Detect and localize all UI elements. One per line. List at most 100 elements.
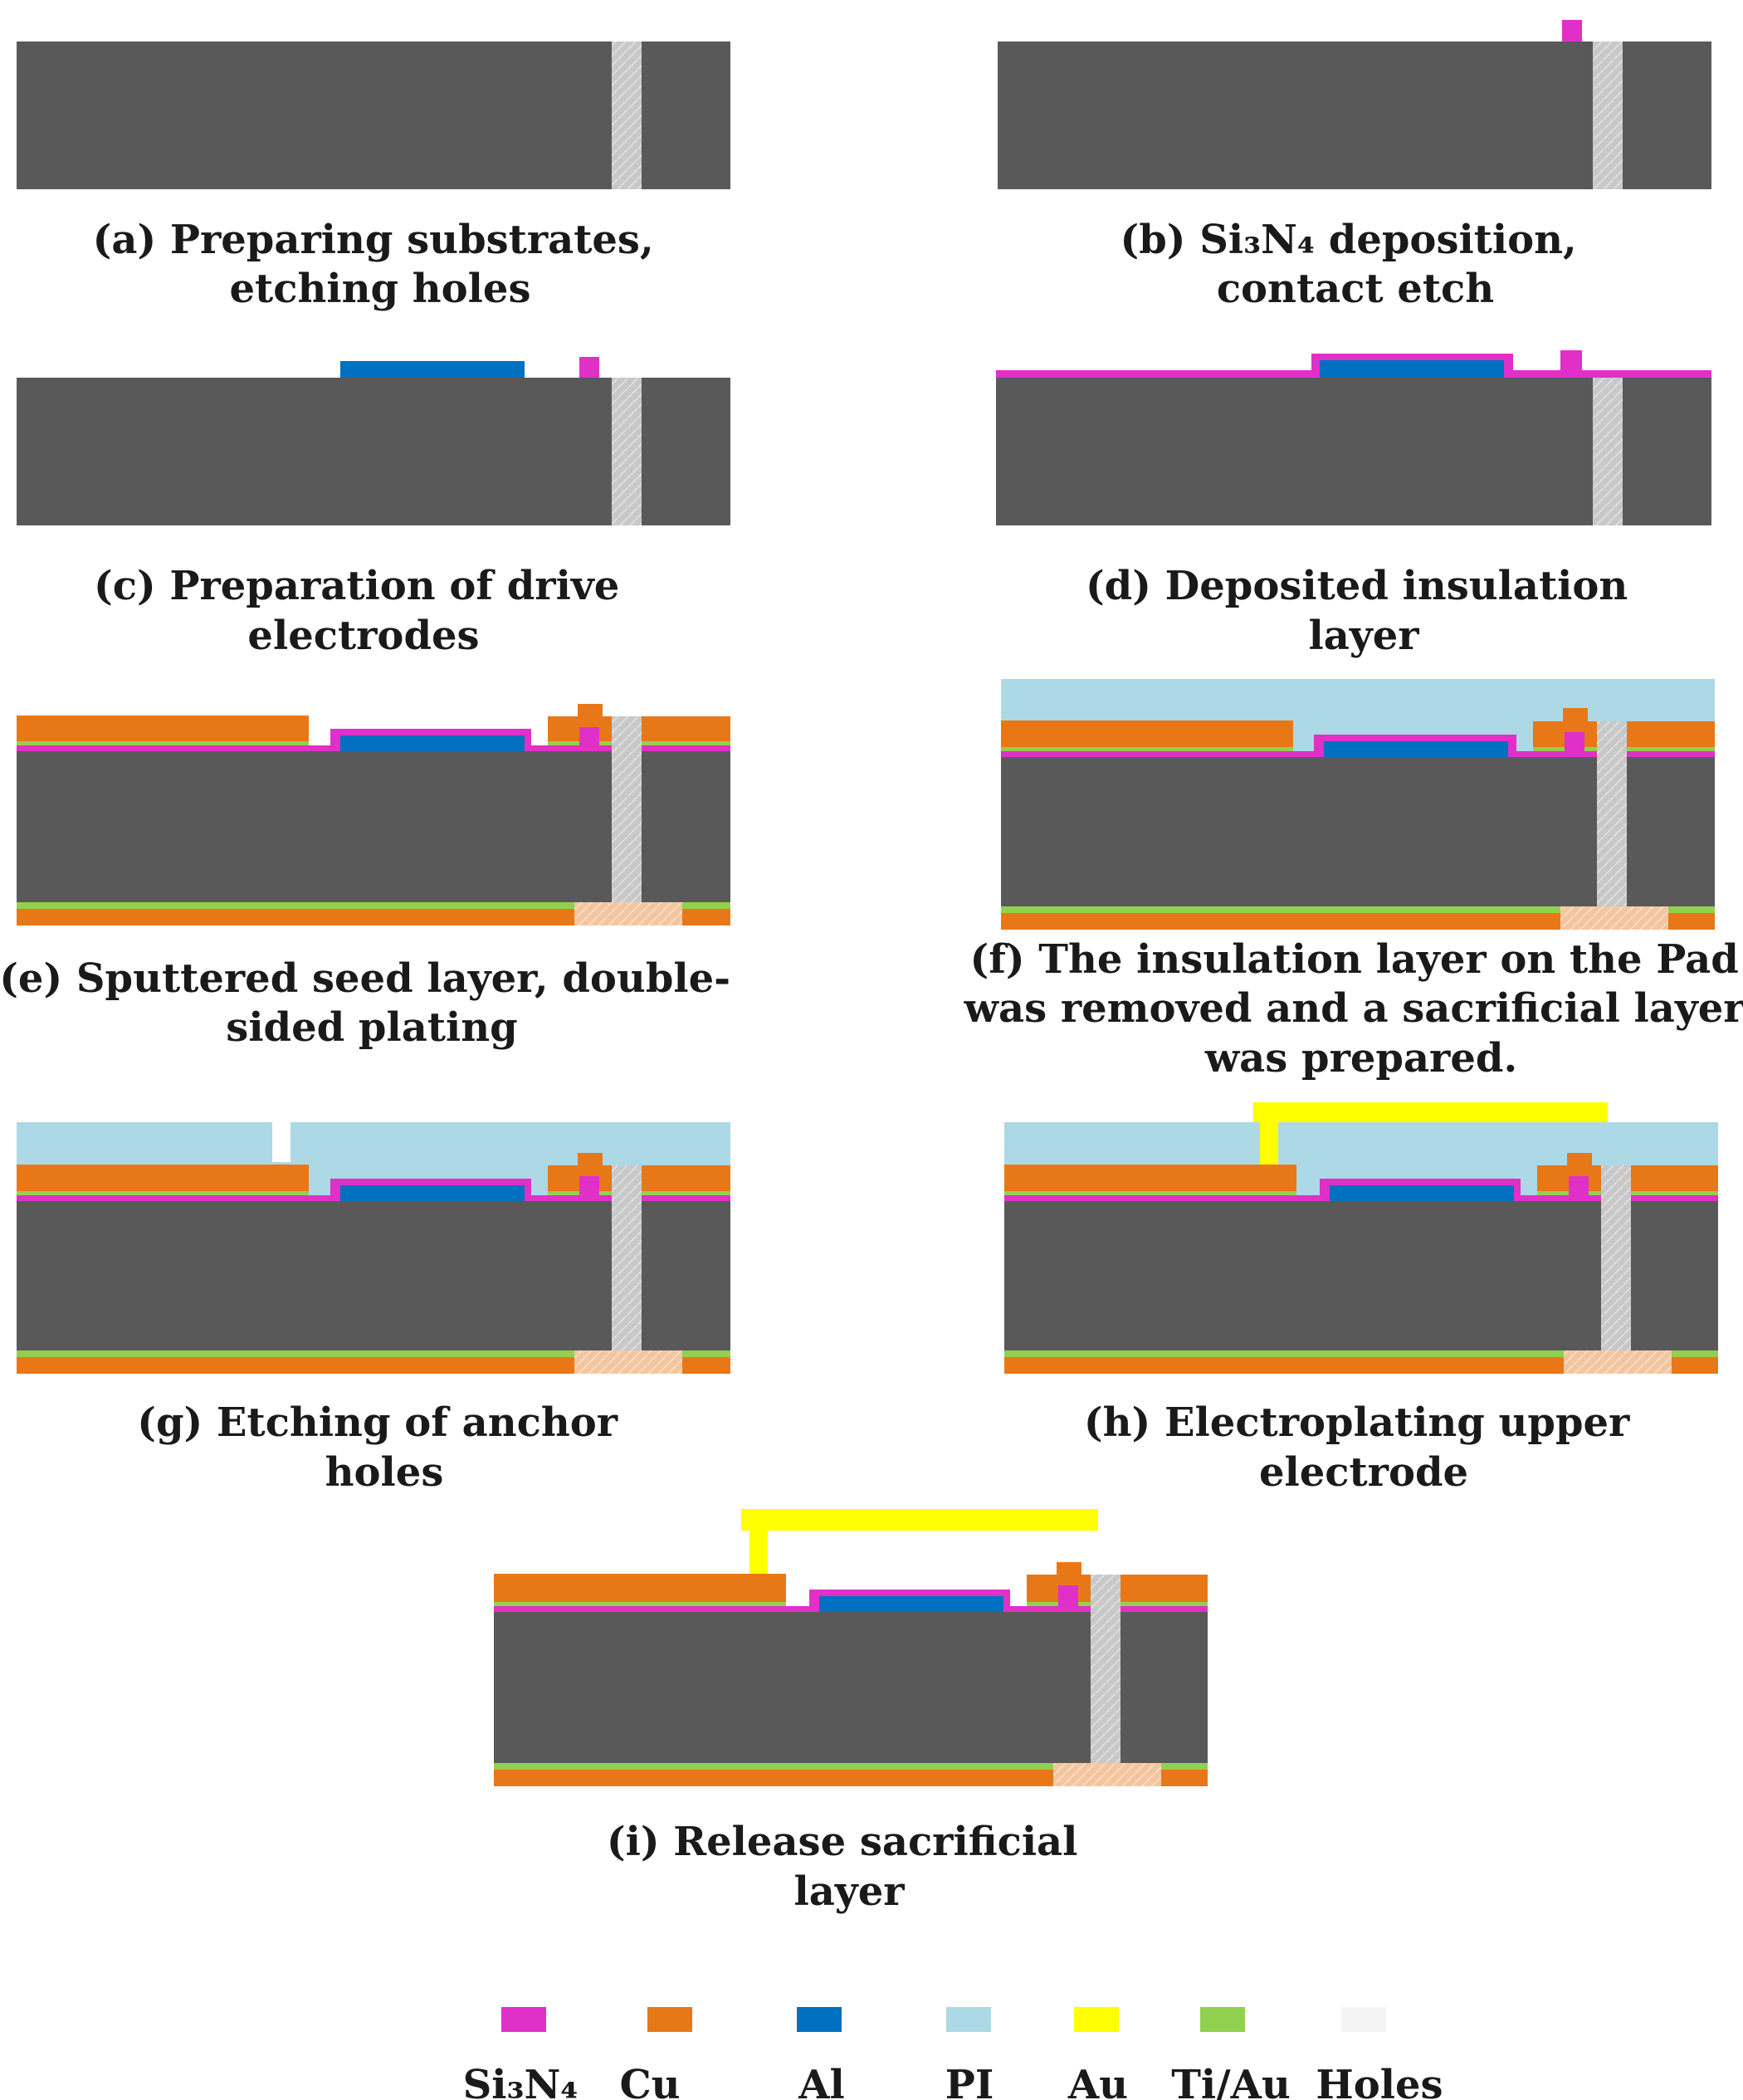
tiau-seed-left [17,1191,309,1195]
si3n4-pad [1562,20,1582,42]
caption-g-line-1: (g) Etching of anchor [137,1399,618,1446]
cu-plating-left [1004,1165,1296,1191]
cu-plating-bottom [1004,1357,1718,1374]
al-drive-electrode [1324,741,1508,757]
cu-plating-bottom [17,909,730,925]
caption-e-line-1: (e) Sputtered seed layer, double- [0,955,730,1002]
cu-plating-left [1001,720,1293,747]
bottom-pad-opening [1564,1350,1672,1374]
substrate [1004,1201,1718,1350]
al-drive-electrode [819,1596,1003,1612]
through-hole [1091,1575,1120,1763]
tiau-seed-bottom [1001,906,1715,913]
al-drive-electrode [1330,1185,1514,1201]
through-hole [612,716,642,902]
caption-d-line-1: (d) Deposited insulation [1086,563,1628,609]
si3n4-pad [1565,732,1584,757]
through-hole [1597,721,1627,906]
legend-label-tiau: Ti/Au [1171,2062,1291,2100]
substrate [1001,757,1715,906]
au-upper-electrode-anchor [1260,1122,1278,1165]
bottom-pad-opening [574,902,682,925]
legend-swatch-tiau [1200,2007,1245,2032]
substrate [494,1612,1208,1763]
si3n4-pad [579,727,599,751]
caption-i-line-2: layer [793,1868,905,1915]
substrate [17,751,730,902]
legend-swatch-si3n4 [501,2007,546,2032]
caption-i-line-1: (i) Release sacrificial [607,1819,1078,1865]
step-h-diagram [1004,1102,1718,1374]
legend-label-cu: Cu [619,2062,680,2100]
legend-label-al: Al [798,2062,844,2100]
si3n4-pad [1569,1176,1589,1201]
substrate [998,42,1711,189]
cu-pad-bump [1563,708,1588,722]
caption-f: (f) The insulation layer on the Pad was … [964,936,1743,1082]
bottom-pad-opening [574,1350,682,1374]
caption-h-line-1: (h) Electroplating upper [1084,1399,1630,1446]
al-drive-electrode [340,1185,525,1201]
tiau-seed-bottom [17,902,730,909]
si3n4-pad [579,357,599,378]
cu-plating-bottom [1001,913,1715,930]
caption-d-line-2: layer [1308,613,1419,659]
caption-g-line-2: holes [325,1449,444,1496]
step-i-diagram [494,1509,1208,1786]
legend-swatch-cu [647,2007,692,2032]
substrate [17,378,730,525]
through-hole [612,42,642,189]
tiau-seed-bottom [494,1763,1208,1770]
step-f-diagram [1001,679,1715,930]
bottom-pad-opening [1560,906,1668,930]
legend-label-si3n4: Si₃N₄ [463,2062,579,2100]
step-a-diagram [17,42,730,189]
through-hole [612,378,642,525]
caption-f-line-2: was removed and a sacrificial layer [964,985,1743,1032]
au-upper-electrode-beam [1253,1102,1608,1122]
caption-a: (a) Preparing substrates, etching holes [93,217,668,312]
caption-e-line-2: sided plating [226,1004,517,1051]
caption-i: (i) Release sacrificial layer [607,1819,1091,1915]
bottom-pad-opening [1053,1763,1161,1786]
substrate [17,1201,730,1350]
tiau-seed-left [1001,747,1293,751]
step-e-diagram [17,704,730,925]
caption-e: (e) Sputtered seed layer, double- sided … [0,955,745,1051]
tiau-seed-bottom [17,1350,730,1357]
si3n4-pad [579,1176,599,1201]
step-c-diagram [17,357,730,525]
through-hole [1601,1165,1631,1350]
through-hole [1593,42,1623,189]
legend-label-au: Au [1067,2062,1128,2100]
step-g-diagram [17,1122,730,1374]
anchor-hole [272,1122,290,1162]
step-b-diagram [998,20,1711,189]
al-drive-electrode [340,361,525,378]
through-hole [1593,378,1623,525]
au-upper-electrode-anchor [749,1531,768,1574]
legend-swatch-al [797,2007,842,2032]
caption-h: (h) Electroplating upper electrode [1084,1399,1643,1496]
caption-g: (g) Etching of anchor holes [137,1399,632,1496]
cu-pad-bump [578,1153,603,1167]
caption-a-line-1: (a) Preparing substrates, [93,217,654,263]
caption-c: (c) Preparation of drive electrodes [94,563,633,659]
caption-f-line-1: (f) The insulation layer on the Pad [970,936,1739,983]
legend: Si₃N₄ Cu Al PI Au Ti/Au Holes [463,2007,1443,2100]
caption-d: (d) Deposited insulation layer [1086,563,1642,659]
caption-c-line-1: (c) Preparation of drive [94,563,619,609]
legend-swatch-pi [946,2007,991,2032]
legend-label-holes: Holes [1316,2062,1443,2100]
legend-label-pi: PI [945,2062,994,2100]
caption-b: (b) Si₃N₄ deposition, contact etch [1120,217,1591,312]
caption-c-line-2: electrodes [247,613,479,659]
al-drive-electrode [1320,360,1504,378]
au-upper-electrode-beam [741,1509,1098,1531]
caption-b-line-1: (b) Si₃N₄ deposition, [1120,217,1577,263]
tiau-seed-left [1004,1191,1296,1195]
cu-plating-bottom [17,1357,730,1374]
al-drive-electrode [340,735,525,751]
substrate [17,42,730,189]
